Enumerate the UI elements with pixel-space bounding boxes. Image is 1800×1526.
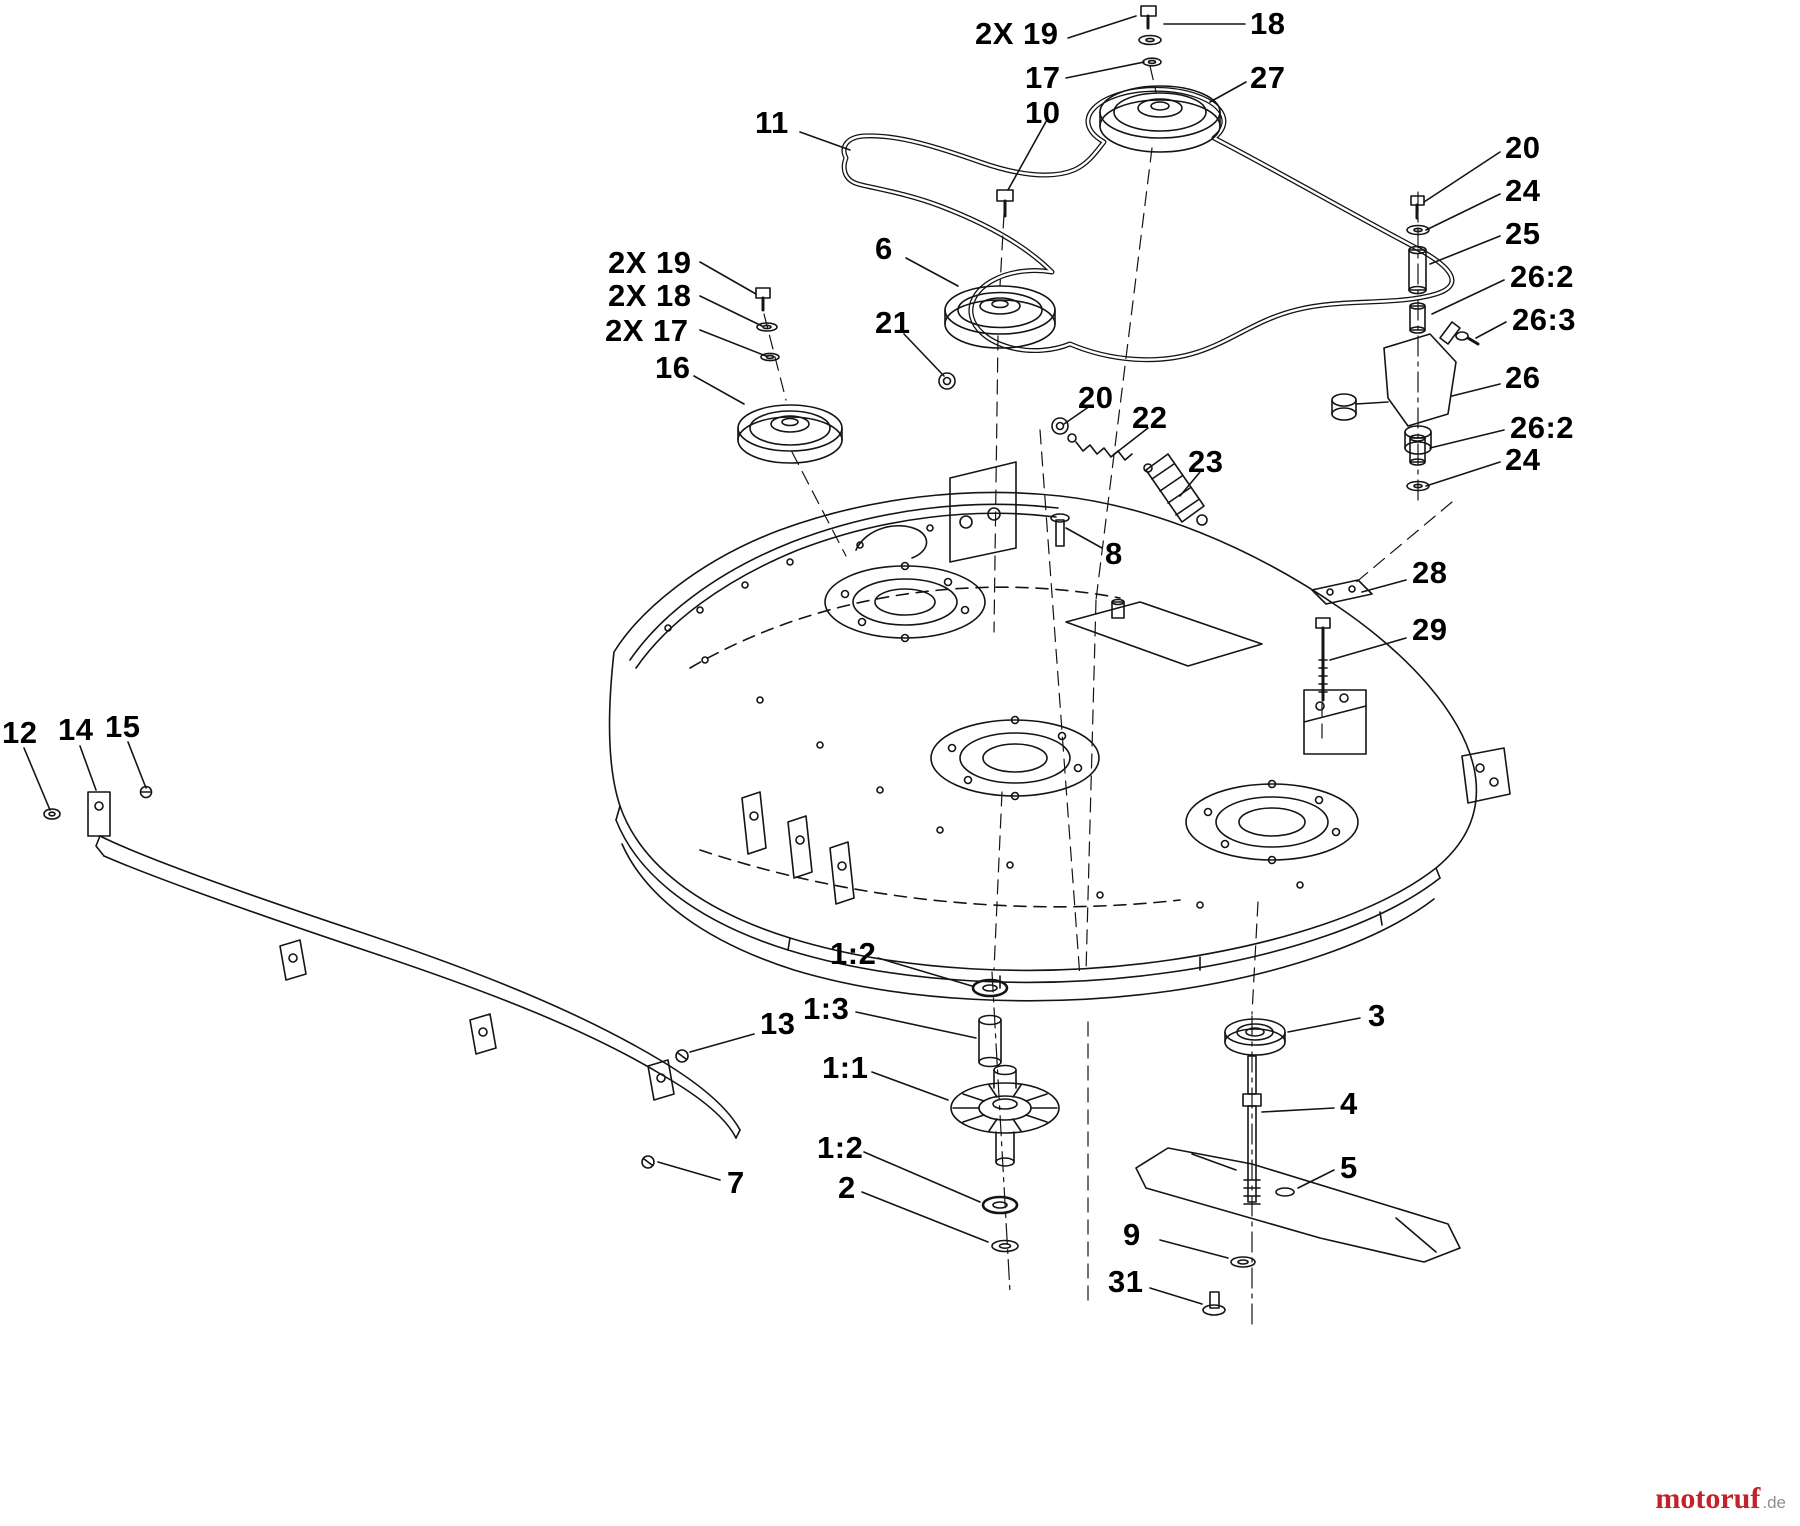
plate-28 xyxy=(1311,579,1373,605)
callout-1-1: 1:1 xyxy=(822,1050,869,1085)
left-bolt-washer-stack xyxy=(755,287,780,362)
deck-spindle-ring-left xyxy=(824,561,986,643)
pulley-16 xyxy=(737,404,843,464)
bolt-10 xyxy=(996,189,1014,218)
pulley-6 xyxy=(944,285,1056,349)
leader-lines xyxy=(23,15,1507,1305)
callout-2x17-left: 2X 17 xyxy=(605,313,689,348)
callout-23: 23 xyxy=(1188,444,1224,479)
blade-assembly-stack xyxy=(1135,1018,1461,1316)
callout-25: 25 xyxy=(1505,216,1541,251)
callout-10: 10 xyxy=(1025,95,1061,130)
top-bolt-washer-stack xyxy=(1138,5,1162,67)
callout-3: 3 xyxy=(1368,998,1386,1033)
callout-13: 13 xyxy=(760,1006,796,1041)
callout-20-right: 20 xyxy=(1505,130,1541,165)
callout-16: 16 xyxy=(655,350,691,385)
callout-27: 27 xyxy=(1250,60,1286,95)
callout-4: 4 xyxy=(1340,1086,1358,1121)
callout-14: 14 xyxy=(58,712,94,747)
watermark-suffix: .de xyxy=(1762,1493,1786,1512)
callout-24-upper: 24 xyxy=(1505,173,1541,208)
construction-lines xyxy=(763,65,1453,1331)
callout-2x19-left: 2X 19 xyxy=(608,245,692,280)
callout-26-2-lower: 26:2 xyxy=(1510,410,1575,445)
drive-belt xyxy=(841,86,1455,363)
callout-2: 2 xyxy=(838,1170,856,1205)
callout-26-3: 26:3 xyxy=(1512,302,1577,337)
callout-31: 31 xyxy=(1108,1264,1144,1299)
callout-12: 12 xyxy=(2,715,38,750)
pulley-27 xyxy=(1099,85,1221,153)
callout-22: 22 xyxy=(1132,400,1168,435)
callout-11: 11 xyxy=(755,105,789,140)
callout-8: 8 xyxy=(1105,536,1123,571)
idler-arm-26 xyxy=(1331,321,1461,455)
spindle-assembly-stack xyxy=(950,978,1060,1253)
deck-spindle-ring-right xyxy=(1185,779,1359,865)
callout-6: 6 xyxy=(875,231,893,266)
deck-shell xyxy=(608,491,1478,1002)
callout-15: 15 xyxy=(105,709,141,744)
callout-9: 9 xyxy=(1123,1217,1141,1252)
callout-18: 18 xyxy=(1250,6,1286,41)
callout-21: 21 xyxy=(875,305,911,340)
callout-1-2-lower: 1:2 xyxy=(817,1130,864,1165)
deck-details xyxy=(664,461,1511,909)
callout-1-2-upper: 1:2 xyxy=(830,936,877,971)
callout-24-lower: 24 xyxy=(1505,442,1541,477)
callout-2x18-left: 2X 18 xyxy=(608,278,692,313)
callout-28: 28 xyxy=(1412,555,1448,590)
callout-7: 7 xyxy=(727,1165,745,1200)
callout-5: 5 xyxy=(1340,1150,1358,1185)
callout-26-2-upper: 26:2 xyxy=(1510,259,1575,294)
callout-26: 26 xyxy=(1505,360,1541,395)
callout-20-middle: 20 xyxy=(1078,380,1114,415)
callout-29: 29 xyxy=(1412,612,1448,647)
watermark: motoruf .de xyxy=(1655,1482,1786,1516)
nut-20-middle xyxy=(1051,417,1069,435)
spring-22 xyxy=(1067,433,1133,461)
spring-23 xyxy=(1143,453,1208,526)
callout-1-3: 1:3 xyxy=(803,991,850,1026)
callout-17: 17 xyxy=(1025,60,1061,95)
callout-2x19-top: 2X 19 xyxy=(975,16,1059,51)
nut-21 xyxy=(938,372,956,390)
front-baffle-assembly xyxy=(43,785,741,1169)
bolt-8 xyxy=(1050,513,1070,547)
watermark-brand: motoruf xyxy=(1655,1482,1761,1515)
bolt-29 xyxy=(1315,617,1331,702)
deck-spindle-ring-middle xyxy=(930,715,1100,801)
